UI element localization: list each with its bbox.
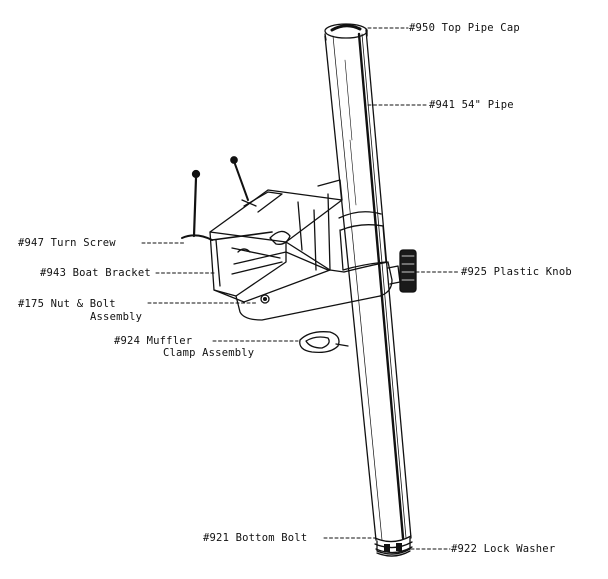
leader-lines [141, 27, 461, 550]
label-pipe-54: #941 54" Pipe [429, 99, 514, 111]
top-pipe-cap-950 [324, 23, 368, 41]
label-muffler: #924 Muffler [114, 335, 193, 347]
pipe-941 [324, 29, 412, 541]
turn-screw-947 [181, 156, 273, 241]
pipe-clamp-band [338, 211, 387, 271]
label-muffler-clamp-assembly: Clamp Assembly [163, 347, 255, 359]
boat-bracket-943 [209, 179, 393, 321]
label-boat-bracket: #943 Boat Bracket [40, 267, 151, 279]
label-lock-washer: #922 Lock Washer [451, 543, 556, 555]
lock-washer-922 [374, 541, 413, 557]
label-turn-screw: #947 Turn Screw [18, 237, 116, 249]
label-top-pipe-cap: #950 Top Pipe Cap [409, 22, 520, 34]
label-nut-bolt-assembly: Assembly [90, 311, 143, 323]
label-plastic-knob: #925 Plastic Knob [461, 266, 572, 278]
bottom-bolt-921 [374, 535, 412, 555]
label-bottom-bolt: #921 Bottom Bolt [203, 532, 308, 544]
label-nut-bolt: #175 Nut & Bolt [18, 298, 116, 310]
nut-bolt-175 [260, 294, 270, 304]
plastic-knob-925 [387, 249, 417, 293]
muffler-clamp-924 [299, 331, 349, 354]
